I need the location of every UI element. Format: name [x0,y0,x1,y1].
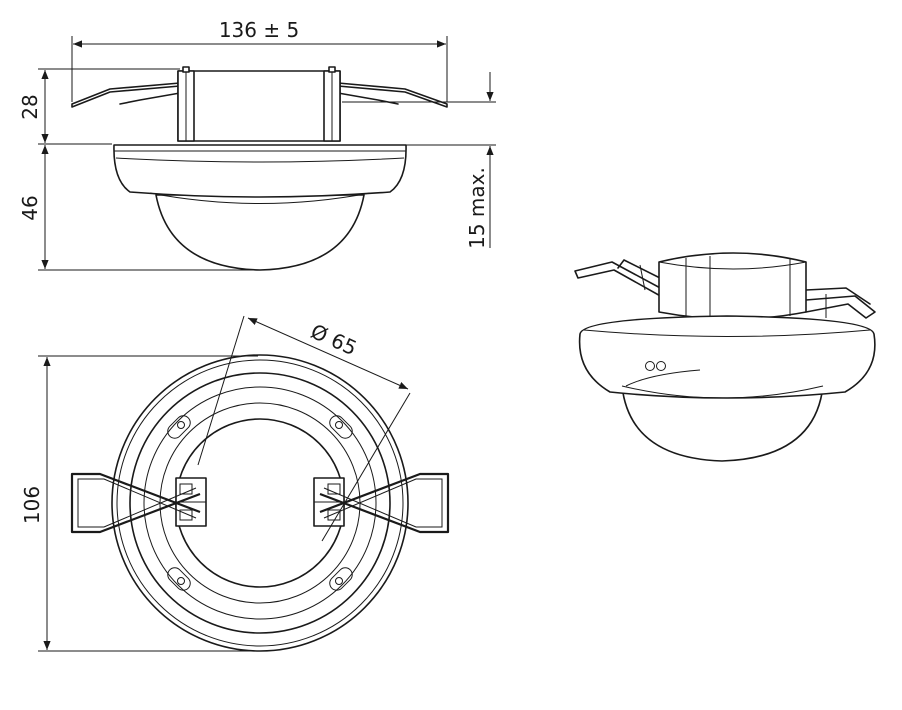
plan-spring-clip-left [70,472,201,534]
dimension-ceiling-thickness-label: 15 max. [465,167,489,249]
dimension-lower-height-label: 46 [18,195,42,220]
mounting-box [177,66,341,142]
perspective-mounting-box [658,252,807,320]
dimension-width: 136 ± 5 [71,18,448,102]
left-spring-clip [71,82,181,108]
perspective-clip-right [805,287,876,319]
dimension-ceiling-thickness: 15 max. [342,72,496,249]
dimension-width-label: 136 ± 5 [219,18,299,42]
plan-spring-clip-right [319,472,450,534]
terminal-block-right [313,477,345,527]
ceiling-flange [113,144,407,198]
perspective-flange [578,315,876,399]
dimension-diameter-label: Ø 65 [307,319,360,360]
dimension-overall-size: 106 [20,355,258,652]
perspective-clip-left [574,259,665,299]
right-spring-clip [337,82,448,108]
mounting-slot-bottom-left [167,567,191,591]
perspective-view [574,252,876,462]
dimension-upper-height-label: 28 [18,94,42,119]
mounting-slot-top-right [329,415,353,439]
top-view [70,354,450,652]
dimension-overall-size-label: 106 [20,486,44,524]
dimension-upper-height: 28 [18,68,180,145]
dimension-lower-height: 46 [18,145,262,271]
sensor-dome [155,194,365,271]
perspective-dome [621,385,824,462]
mounting-slot-top-left [167,415,191,439]
mounting-slot-bottom-right [329,567,353,591]
outer-ring [111,354,409,652]
side-view [71,66,448,271]
